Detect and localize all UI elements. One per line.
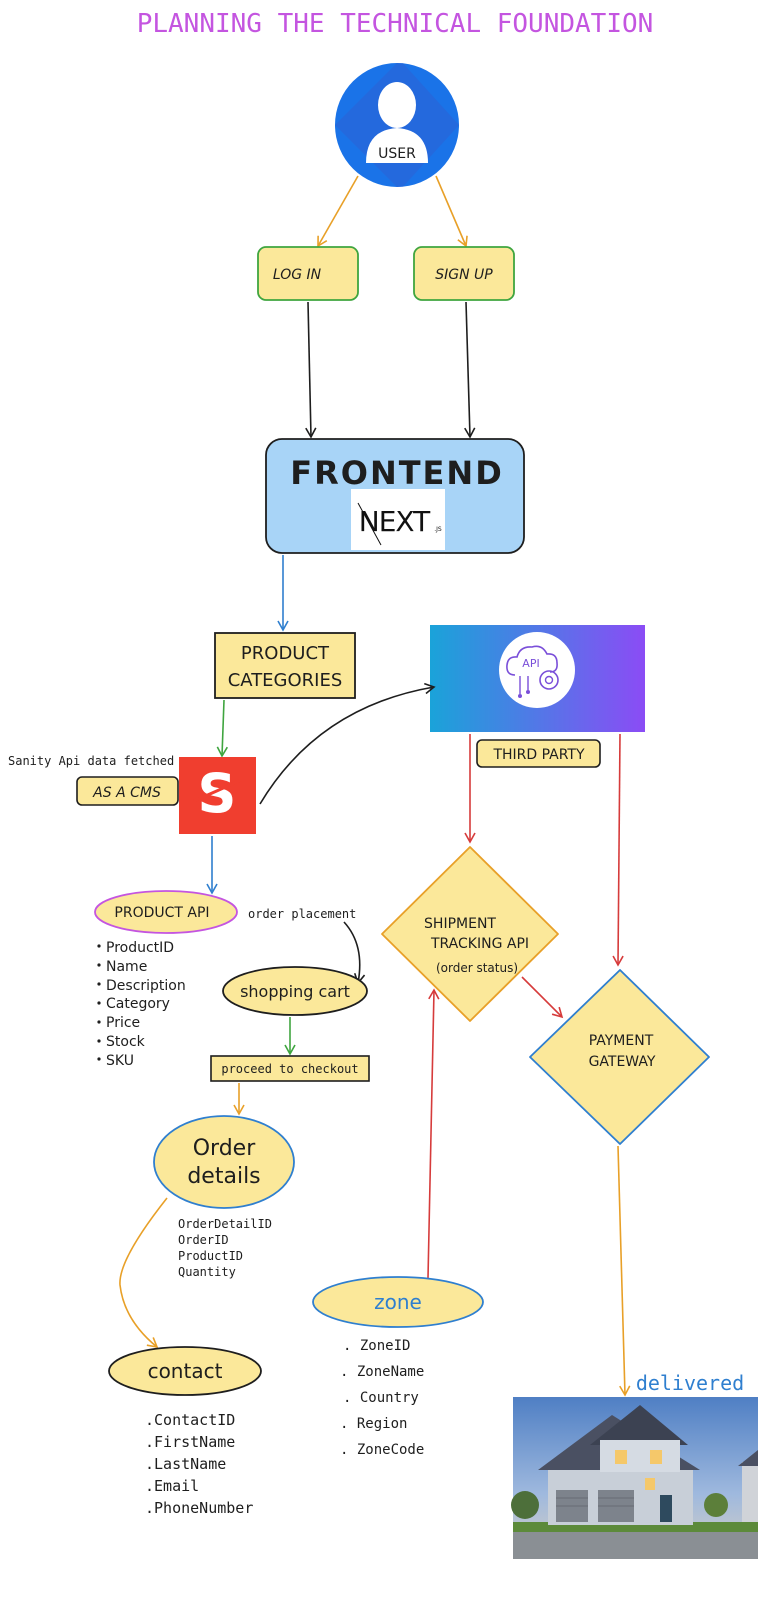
payment-line2: GATEWAY [589,1054,656,1070]
zone-label: zone [374,1290,422,1314]
user-label: USER [378,146,416,162]
zone-field: . Region [340,1416,407,1432]
order-details-line2: details [187,1164,260,1189]
product-api-field: SKU [106,1053,134,1069]
arrow-orderdetails-contact [119,1197,168,1349]
product-api-field: Description [106,978,186,994]
user-icon [366,82,428,163]
nextjs-logo-suffix: .JS [434,526,442,533]
arrow-categories-sanity [216,699,229,758]
third-party-api-node: API [430,625,645,732]
product-api-label: PRODUCT API [114,905,209,921]
shipment-line1: SHIPMENT [424,916,496,932]
contact-field: .ContactID [145,1411,235,1429]
cms-badge: AS A CMS [76,776,179,806]
shopping-cart-label: shopping cart [240,982,350,1001]
order-details-node: Order details [153,1115,295,1209]
shopping-cart-node: shopping cart [222,966,368,1016]
payment-line1: PAYMENT [589,1033,654,1049]
zone-field: . Country [343,1390,419,1406]
api-logo-text: API [522,657,539,670]
api-cloud-gear-icon: API [499,632,575,708]
product-categories-node: PRODUCT CATEGORIES [214,632,356,699]
product-api-field: Category [106,996,170,1012]
order-details-field: OrderDetailID [178,1217,272,1231]
third-party-badge: THIRD PARTY [476,739,601,768]
product-api-field: ProductID [106,940,174,956]
order-details-line1: Order [193,1136,256,1161]
zone-fields: . ZoneID . ZoneName . Country . Region .… [340,1338,424,1458]
contact-field: .LastName [145,1455,226,1473]
arrow-zone-shipment [427,988,440,1279]
user-node: USER [335,63,459,187]
zone-field: . ZoneName [340,1364,424,1380]
order-details-field: OrderID [178,1233,229,1247]
cms-label: AS A CMS [92,785,161,801]
product-categories-line1: PRODUCT [241,643,330,664]
order-details-field: Quantity [178,1265,236,1279]
sanity-logo-letter: S [198,762,237,825]
shipment-line2: TRACKING API [430,936,529,952]
nextjs-logo-text: NEXT [359,505,431,538]
zone-node: zone [312,1276,484,1328]
arrow-user-signup [435,175,468,248]
arrow-sanity-api [259,682,436,805]
arrow-user-login [317,175,359,248]
contact-node: contact [108,1346,262,1396]
shipment-tracking-node: SHIPMENT TRACKING API (order status) [381,846,559,1022]
product-api-field: Stock [106,1034,146,1050]
order-details-field: ProductID [178,1249,243,1263]
product-categories-line2: CATEGORIES [228,670,343,691]
product-api-fields: ProductID Name Description Category Pric… [97,940,186,1069]
sanity-logo: S [179,757,256,834]
contact-fields: .ContactID .FirstName .LastName .Email .… [145,1411,253,1517]
delivered-label: delivered [636,1371,744,1395]
signup-label: SIGN UP [435,267,493,283]
house-photo [511,1397,758,1559]
sanity-note: Sanity Api data fetched [8,754,174,768]
zone-field: . ZoneCode [340,1442,424,1458]
order-details-fields: OrderDetailID OrderID ProductID Quantity [178,1217,272,1279]
arrow-shipment-payment [521,976,564,1019]
diagram-title: PLANNING THE TECHNICAL FOUNDATION [137,9,654,39]
login-label: LOG IN [273,267,322,283]
order-placement-label: order placement [248,907,356,921]
third-party-label: THIRD PARTY [492,747,585,763]
contact-field: .PhoneNumber [145,1499,253,1517]
shipment-line3: (order status) [436,961,518,975]
login-node: LOG IN [257,246,359,301]
arrow-payment-delivered [617,1145,631,1397]
product-api-node: PRODUCT API [94,890,238,934]
arrow-orderplacement-cart [343,921,366,985]
payment-gateway-node: PAYMENT GATEWAY [529,969,710,1145]
arrow-api-payment [612,733,624,967]
arrow-login-frontend [305,301,317,439]
product-api-field: Name [106,959,147,975]
zone-field: . ZoneID [343,1338,410,1354]
contact-label: contact [148,1359,223,1383]
contact-field: .FirstName [145,1433,235,1451]
checkout-label: proceed to checkout [221,1062,358,1076]
checkout-node: proceed to checkout [210,1055,370,1082]
arrow-signup-frontend [464,301,476,439]
signup-node: SIGN UP [413,246,515,301]
product-api-field: Price [106,1015,140,1031]
frontend-label: FRONTEND [290,454,504,492]
frontend-node: FRONTEND NEXT .JS [265,438,525,554]
nextjs-logo: NEXT .JS [357,502,442,546]
contact-field: .Email [145,1477,199,1495]
